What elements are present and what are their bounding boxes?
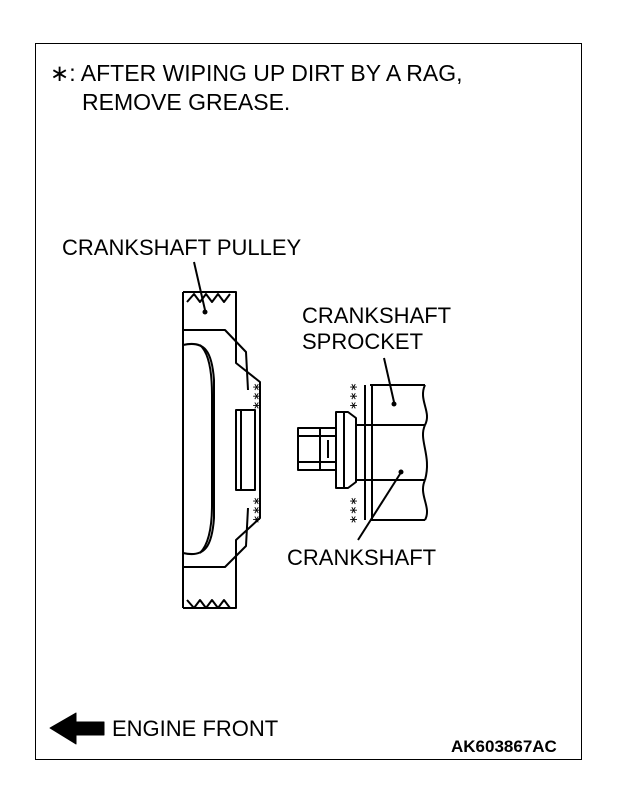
crankshaft-label: CRANKSHAFT — [287, 545, 437, 570]
diagram-frame — [35, 43, 582, 760]
asterisk-icon: ∗ — [50, 60, 70, 86]
crankshaft-bolt — [297, 411, 357, 489]
note-line-2: REMOVE GREASE. — [82, 89, 291, 115]
pulley-leader-line — [193, 261, 208, 315]
figure-id: AK603867AC — [451, 737, 557, 756]
grease-mark-pulley-bottom: ∗∗∗ — [251, 496, 263, 524]
note-line-1: ∗: AFTER WIPING UP DIRT BY A RAG, — [50, 62, 463, 85]
crankshaft-pulley-label: CRANKSHAFT PULLEY — [62, 235, 302, 260]
crankshaft-sprocket-label-2: SPROCKET — [302, 329, 424, 354]
grease-mark-sprocket-bottom: ∗∗∗ — [348, 496, 360, 524]
crankshaft-sprocket — [356, 384, 428, 521]
engine-front-label: ENGINE FRONT — [112, 716, 279, 741]
left-arrow-icon — [49, 712, 105, 745]
grease-mark-sprocket-top: ∗∗∗ — [348, 382, 360, 410]
sprocket-leader-line — [383, 357, 397, 407]
grease-mark-pulley-top: ∗∗∗ — [251, 382, 263, 410]
note-text-1: : AFTER WIPING UP DIRT BY A RAG, — [69, 60, 463, 86]
crankshaft-leader-line — [357, 469, 404, 541]
crankshaft-sprocket-label-1: CRANKSHAFT — [302, 303, 452, 328]
crankshaft-pulley — [182, 291, 261, 609]
